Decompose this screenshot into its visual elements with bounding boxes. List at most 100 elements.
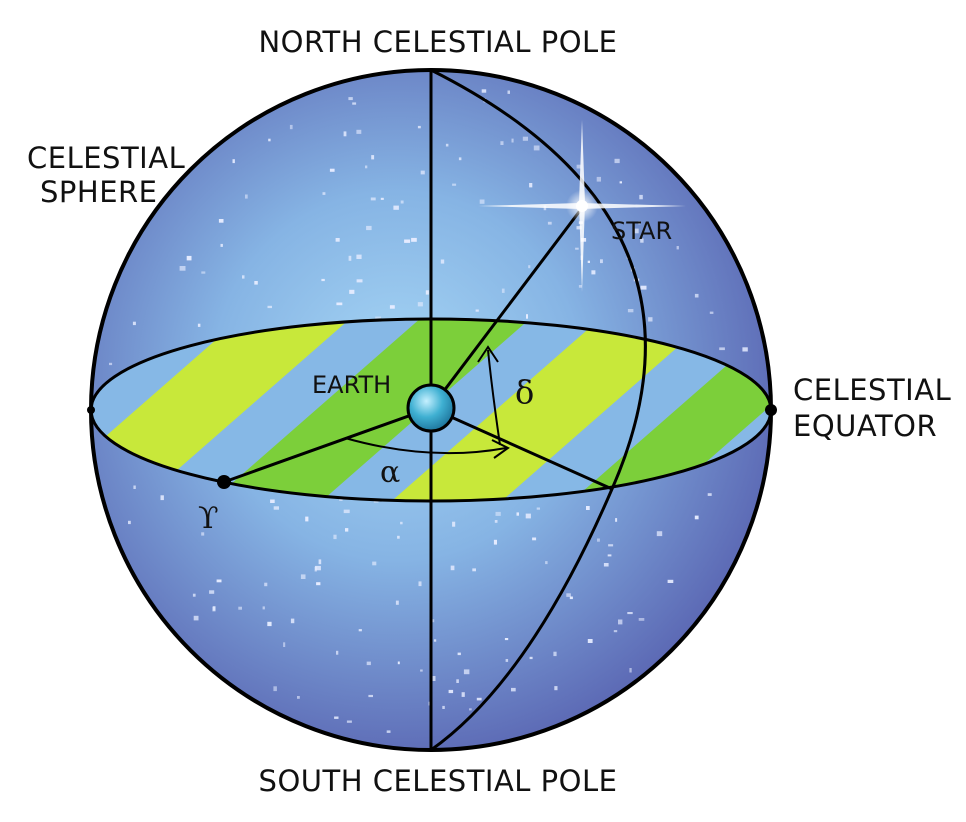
background-star-speck xyxy=(504,638,509,641)
background-star-speck xyxy=(345,528,349,532)
celestial-equator-label-line2: EQUATOR xyxy=(793,409,937,443)
equator-node-left xyxy=(87,406,95,414)
background-star-speck xyxy=(352,102,357,105)
background-star-speck xyxy=(533,145,540,151)
background-star-speck xyxy=(494,520,498,523)
right-ascension-arrowhead-icon xyxy=(491,439,510,459)
background-star-speck xyxy=(536,507,540,510)
background-star-speck xyxy=(245,194,248,199)
background-star-speck xyxy=(576,226,582,230)
background-star-speck xyxy=(218,219,224,223)
background-star-speck xyxy=(639,194,643,200)
background-star-speck xyxy=(297,696,300,699)
background-star-speck xyxy=(476,697,482,701)
background-star-speck xyxy=(566,593,571,597)
background-star-speck xyxy=(389,305,395,309)
background-star-speck xyxy=(349,289,355,294)
background-star-speck xyxy=(290,618,295,624)
background-star-speck xyxy=(667,579,674,583)
background-star-speck xyxy=(404,239,411,243)
background-star-speck xyxy=(397,661,400,665)
background-star-speck xyxy=(587,260,590,263)
equator-node-right xyxy=(765,404,777,416)
background-star-speck xyxy=(469,708,472,711)
background-star-speck xyxy=(614,158,620,164)
background-star-speck xyxy=(596,176,601,182)
background-star-speck xyxy=(532,537,537,541)
background-star-speck xyxy=(511,138,514,143)
background-star-speck xyxy=(238,606,242,610)
right-ascension-symbol: α xyxy=(380,455,400,490)
background-star-speck xyxy=(709,311,714,314)
background-star-speck xyxy=(619,181,622,184)
background-star-speck xyxy=(633,228,639,234)
background-star-speck xyxy=(442,705,445,709)
background-star-speck xyxy=(495,511,501,516)
background-star-speck xyxy=(212,606,216,612)
background-star-speck xyxy=(587,639,593,643)
celestial-equator-label-line1: CELESTIAL xyxy=(793,373,951,407)
background-star-speck xyxy=(370,197,376,201)
background-star-speck xyxy=(472,568,476,572)
background-star-speck xyxy=(613,630,618,633)
line-to-star xyxy=(429,207,584,409)
background-star-speck xyxy=(501,288,505,293)
background-star-speck xyxy=(569,596,573,600)
background-star-speck xyxy=(445,143,449,147)
background-star-speck xyxy=(132,321,136,326)
background-star-speck xyxy=(268,138,271,142)
background-star-speck xyxy=(371,155,375,160)
background-star-speck xyxy=(719,347,725,351)
background-star-speck xyxy=(694,293,699,298)
background-star-speck xyxy=(420,669,423,672)
background-star-speck xyxy=(366,661,371,666)
background-star-speck xyxy=(232,159,235,164)
right-ascension-arc xyxy=(344,437,507,455)
vernal-equinox-symbol: ϒ xyxy=(198,501,219,536)
background-star-speck xyxy=(600,259,603,264)
background-star-speck xyxy=(133,485,136,489)
background-star-speck xyxy=(395,600,399,605)
background-star-speck xyxy=(334,716,339,719)
north-pole-label: NORTH CELESTIAL POLE xyxy=(258,25,617,59)
background-star-speck xyxy=(591,270,596,275)
background-star-speck xyxy=(529,183,533,188)
background-star-speck xyxy=(516,512,519,516)
background-star-speck xyxy=(209,590,215,594)
background-star-speck xyxy=(448,689,454,694)
background-star-speck xyxy=(305,516,309,522)
background-star-speck xyxy=(457,652,461,656)
background-star-speck xyxy=(343,509,350,514)
background-star-speck xyxy=(336,302,343,306)
background-star-speck xyxy=(456,679,459,683)
background-star-speck xyxy=(335,238,340,242)
background-star-speck xyxy=(201,271,206,274)
background-star-speck xyxy=(554,686,558,691)
background-star-speck xyxy=(420,170,425,175)
background-star-speck xyxy=(368,694,373,698)
background-star-speck xyxy=(339,498,343,501)
background-star-speck xyxy=(109,362,113,366)
south-pole-label: SOUTH CELESTIAL POLE xyxy=(259,764,618,798)
background-star-speck xyxy=(640,238,644,243)
background-star-speck xyxy=(475,309,479,312)
background-star-speck xyxy=(452,521,456,527)
background-star-speck xyxy=(627,612,633,615)
background-star-speck xyxy=(505,659,509,662)
background-star-speck xyxy=(656,531,663,537)
background-star-speck xyxy=(393,205,399,210)
equator-stripe xyxy=(370,319,720,501)
background-star-speck xyxy=(316,582,321,586)
background-star-speck xyxy=(452,183,457,186)
background-star-speck xyxy=(322,192,326,195)
declination-arrowhead-icon xyxy=(477,345,499,363)
background-star-speck xyxy=(283,642,286,647)
background-star-speck xyxy=(264,582,268,587)
background-star-speck xyxy=(522,136,528,141)
background-star-speck xyxy=(638,221,641,225)
background-star-speck xyxy=(160,495,164,501)
background-star-speck xyxy=(440,259,445,264)
line-to-star-projection xyxy=(430,406,613,491)
background-star-speck xyxy=(529,656,533,660)
